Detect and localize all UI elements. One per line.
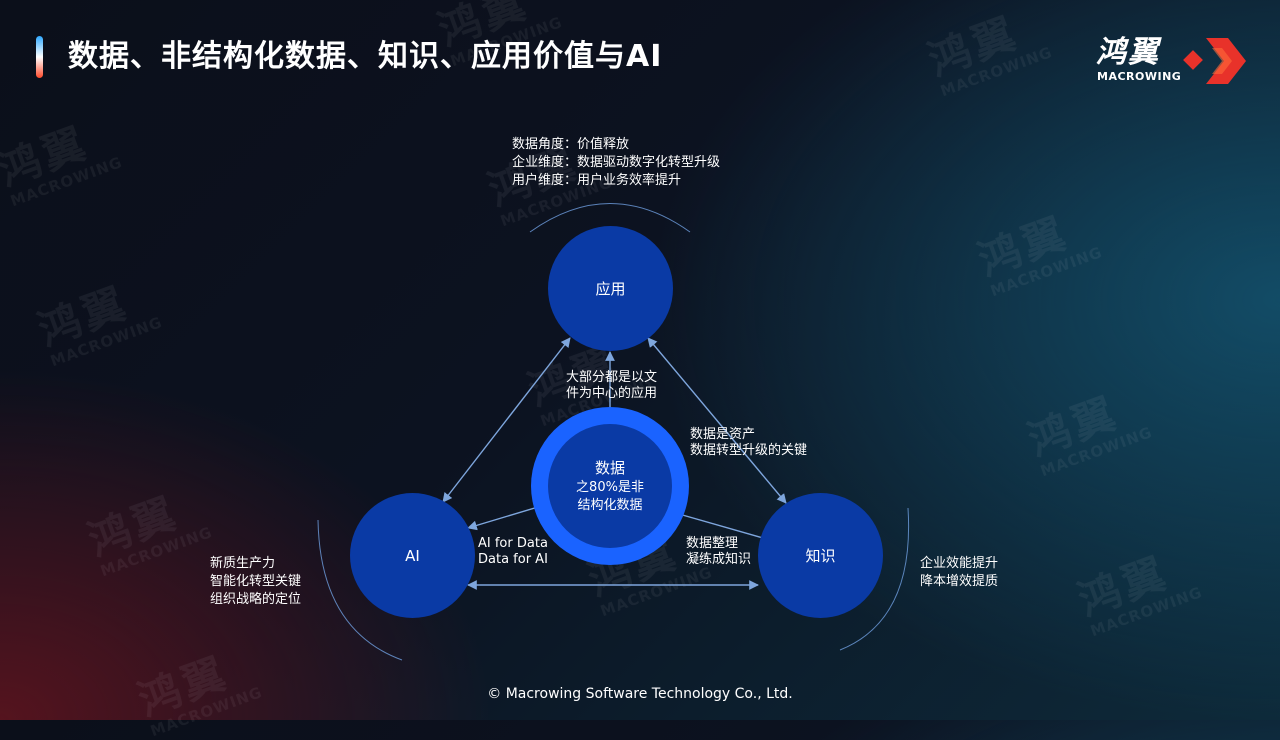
arrow-app-knowledge [647,337,787,504]
page-title: 数据、非结构化数据、知识、应用价值与AI [68,39,663,74]
node-data-line: 之80%是非 [576,480,644,495]
logo-text-cn: 鸿翼 [1096,35,1160,70]
node-ai: AI [350,493,475,618]
edge-label-app-data: 大部分都是以文 [566,370,658,385]
top-note: 企业维度：数据驱动数字化转型升级 [512,155,721,170]
node-data: 数据 之80%是非 结构化数据 [548,424,672,548]
edge-label-ai-data: AI for Data [478,536,548,551]
right-note: 企业效能提升 [920,556,999,571]
edge-label-data-knowledge-bottom: 数据整理 [686,536,739,551]
node-knowledge-label: 知识 [805,547,836,565]
edge-label-data-knowledge-bottom: 凝练成知识 [686,552,752,567]
edge-label-ai-data: Data for AI [478,552,548,567]
node-data-line: 结构化数据 [577,498,643,513]
left-arc [317,519,403,661]
node-data-title: 数据 [594,459,625,477]
left-note: 组织战略的定位 [210,592,302,607]
company-logo: 鸿翼 MACROWING [1096,36,1246,86]
arrow-app-ai [442,337,571,503]
right-note: 降本增效提质 [920,574,999,589]
logo-chevron-icon [1183,38,1246,84]
left-note: 新质生产力 [210,556,276,571]
right-arc [839,507,910,651]
node-application-label: 应用 [595,280,626,298]
node-application: 应用 [548,226,673,351]
edge-label-data-knowledge-top: 数据是资产 [690,427,756,442]
logo-text-en: MACROWING [1097,70,1182,83]
node-ai-label: AI [405,546,420,565]
edge-label-app-data: 件为中心的应用 [566,386,658,401]
title-accent-bar [36,36,43,78]
top-note: 数据角度：价值释放 [512,137,630,152]
relationship-diagram [317,203,910,661]
top-arc [529,203,691,233]
edge-label-data-knowledge-top: 数据转型升级的关键 [690,443,808,458]
copyright-footer: © Macrowing Software Technology Co., Ltd… [487,686,793,702]
left-note: 智能化转型关键 [210,574,302,589]
top-note: 用户维度：用户业务效率提升 [512,173,682,188]
arrow-data-knowledge [671,511,771,543]
node-knowledge: 知识 [758,493,883,618]
